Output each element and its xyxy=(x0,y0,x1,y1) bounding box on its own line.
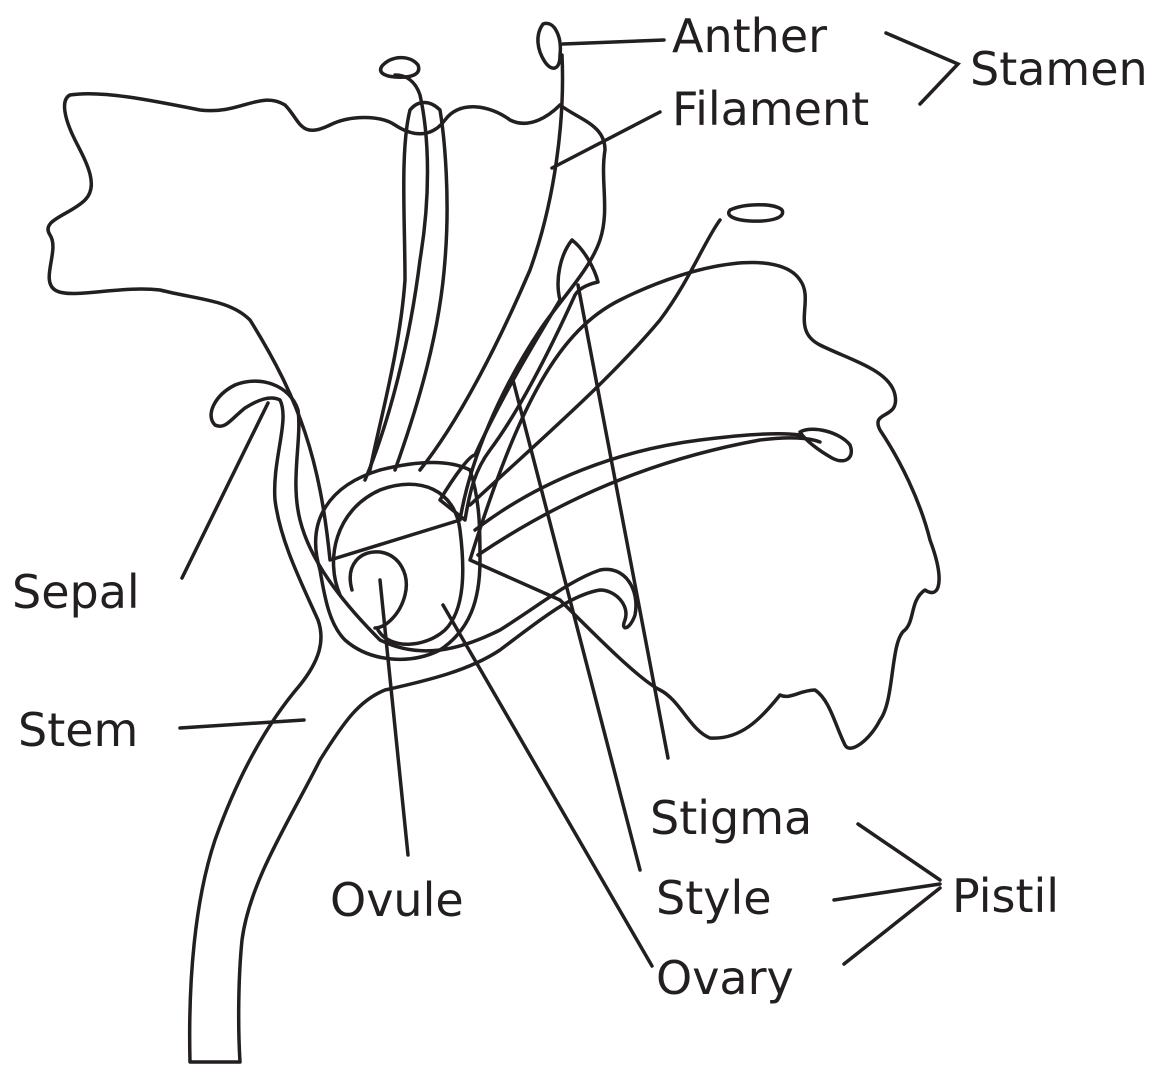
anther-3 xyxy=(729,205,783,221)
label-filament: Filament xyxy=(672,82,869,136)
leader-ovule xyxy=(380,580,408,855)
leader-stem xyxy=(180,720,304,728)
label-pistil: Pistil xyxy=(952,869,1059,923)
leader-anther xyxy=(563,40,664,44)
label-anther: Anther xyxy=(672,9,827,63)
label-ovary: Ovary xyxy=(656,951,794,1005)
label-stigma: Stigma xyxy=(650,791,812,845)
bracket-pistil-mid xyxy=(834,884,940,900)
bracket-stamen xyxy=(886,33,958,104)
label-style: Style xyxy=(656,871,772,925)
label-stamen: Stamen xyxy=(970,42,1148,96)
label-stem: Stem xyxy=(18,703,138,757)
anther-2 xyxy=(538,23,560,68)
anther-4 xyxy=(800,429,851,461)
leader-filament xyxy=(552,112,660,168)
bracket-pistil-bottom xyxy=(844,888,940,964)
label-ovule: Ovule xyxy=(330,873,464,927)
petal-left xyxy=(48,94,605,560)
label-sepal: Sepal xyxy=(12,565,140,619)
bracket-pistil-top xyxy=(858,824,940,880)
leader-sepal xyxy=(182,403,268,578)
